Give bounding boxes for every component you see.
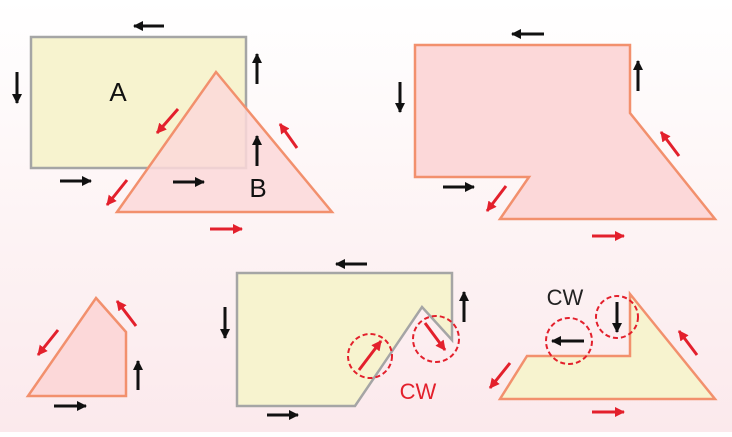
difference-polygon-b [497, 290, 718, 401]
cw-label: CW [400, 379, 437, 404]
intersection-polygon [25, 295, 128, 398]
arrow-diagonal-icon [155, 108, 180, 134]
cw-highlight-circle [545, 317, 593, 365]
shape-b-triangle [114, 69, 335, 214]
cw-highlight-circle [412, 315, 460, 363]
arrow-diagonal-icon [278, 123, 299, 149]
difference-polygon [235, 271, 454, 408]
panel-union-outline [394, 28, 718, 242]
panel-difference-b-minus-a: CW [488, 285, 718, 418]
arrow-diagonal-icon [105, 179, 129, 206]
label-b: B [249, 173, 266, 203]
arrow-diagonal-icon [115, 300, 138, 327]
arrow-diagonal-icon [357, 340, 383, 371]
cw-highlight-circle [347, 333, 393, 379]
arrow-diagonal-icon [677, 330, 699, 356]
arrow-diagonal-icon [36, 329, 60, 356]
arrow-diagonal-icon [485, 185, 508, 212]
arrow-diagonal-icon [488, 362, 512, 389]
panel-difference-a-minus-b: CW [219, 258, 470, 421]
cw-highlight-circle [595, 295, 639, 339]
panel-overlap-a-b: A B [11, 20, 335, 235]
panel-intersection [25, 295, 144, 412]
arrow-diagonal-icon [659, 131, 681, 157]
cw-label: CW [547, 285, 584, 310]
label-a: A [109, 77, 127, 107]
union-polygon [413, 43, 718, 221]
arrow-diagonal-icon [423, 322, 447, 351]
